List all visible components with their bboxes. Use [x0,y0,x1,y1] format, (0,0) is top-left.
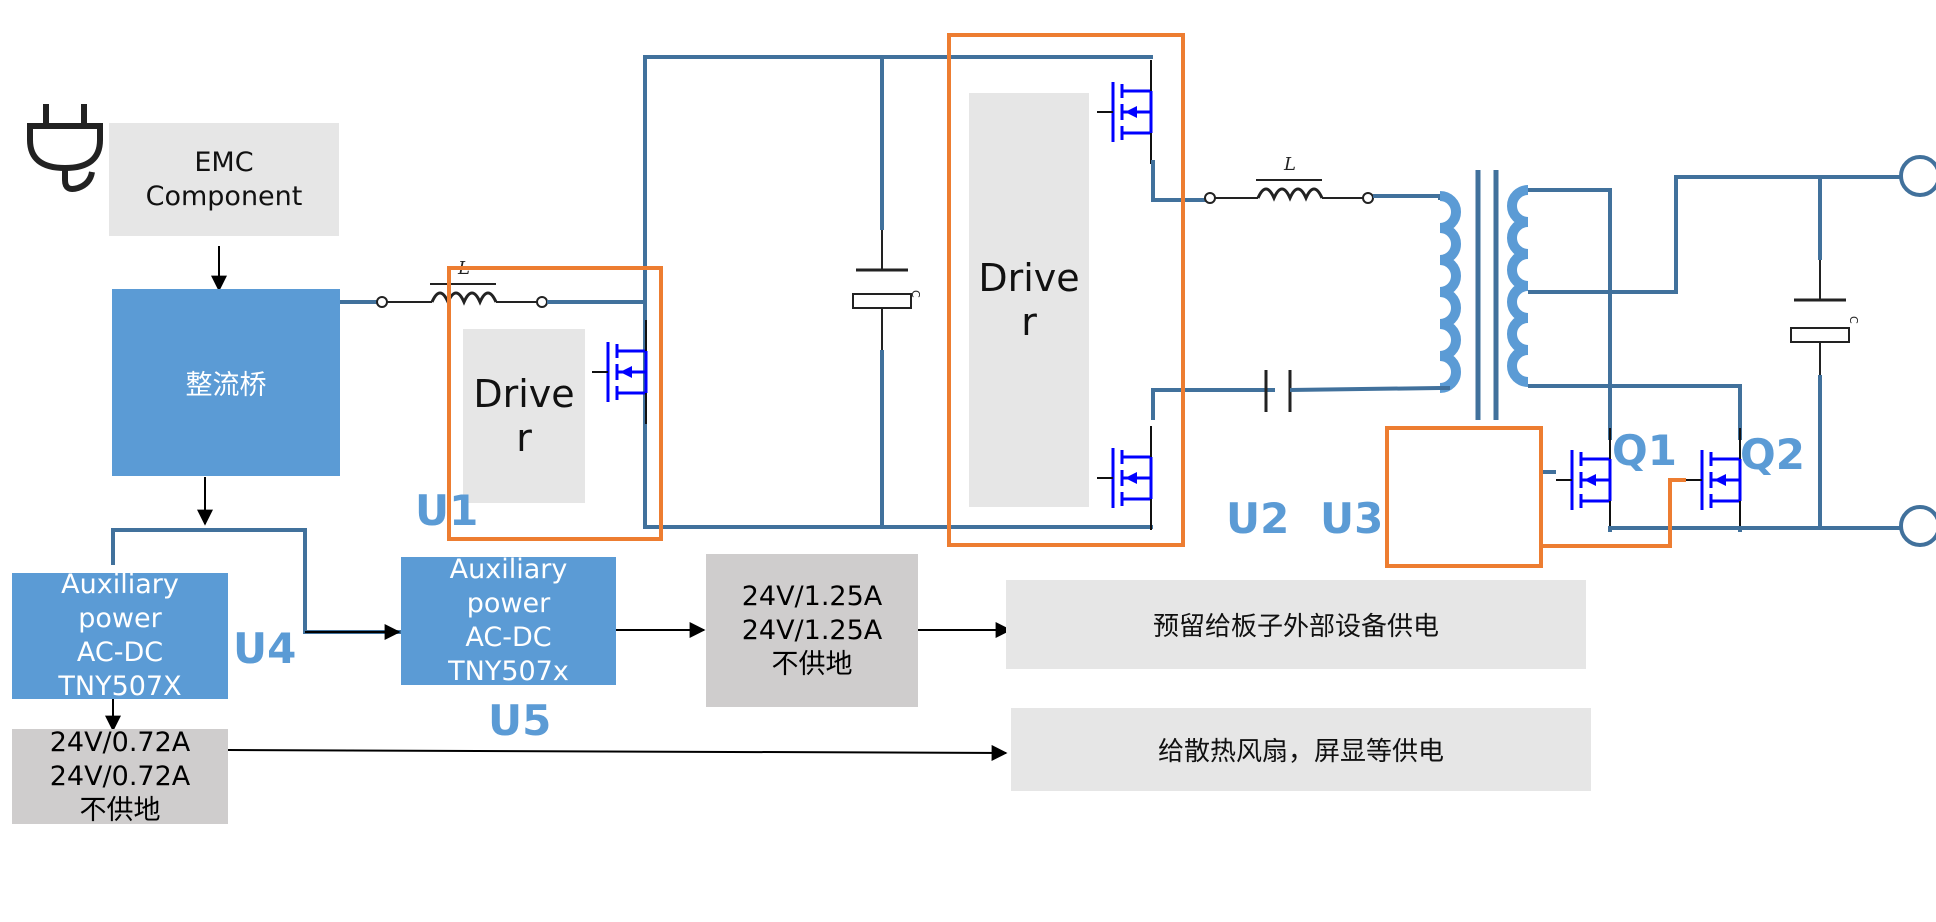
capacitor-symbol-bulk: C [909,290,922,298]
u4-output-spec-box: 24V/0.72A 24V/0.72A 不供地 [12,727,228,826]
aux-power-u5-box: Auxiliary power AC-DC TNY507x [401,557,616,685]
rectifier-bridge-box: 整流桥 [112,289,340,476]
label-u1: U1 [415,486,479,535]
external-device-power-note: 预留给板子外部设备供电 [1006,580,1586,669]
label-u3: U3 [1320,494,1384,543]
u3-controller-box [1385,426,1543,568]
power-plug-icon [27,104,103,192]
aux-power-u4-box: Auxiliary power AC-DC TNY507X [12,573,228,699]
fan-display-power-note: 给散热风扇，屏显等供电 [1011,708,1591,791]
capacitor-symbol-output: C [1847,316,1860,324]
emc-component-box: EMC Component [109,123,339,236]
label-q1: Q1 [1612,426,1677,475]
label-u4: U4 [233,624,297,673]
u2-outline [947,33,1185,547]
label-u5: U5 [488,696,552,745]
label-u2: U2 [1226,494,1290,543]
u1-outline [447,266,663,541]
u5-output-spec-box: 24V/1.25A 24V/1.25A 不供地 [706,554,918,707]
llc-driver-box: Drive r [969,93,1089,507]
label-q2: Q2 [1740,430,1805,479]
inductor-symbol-resonant: L [1283,154,1296,175]
pfc-driver-box: Drive r [463,329,585,503]
